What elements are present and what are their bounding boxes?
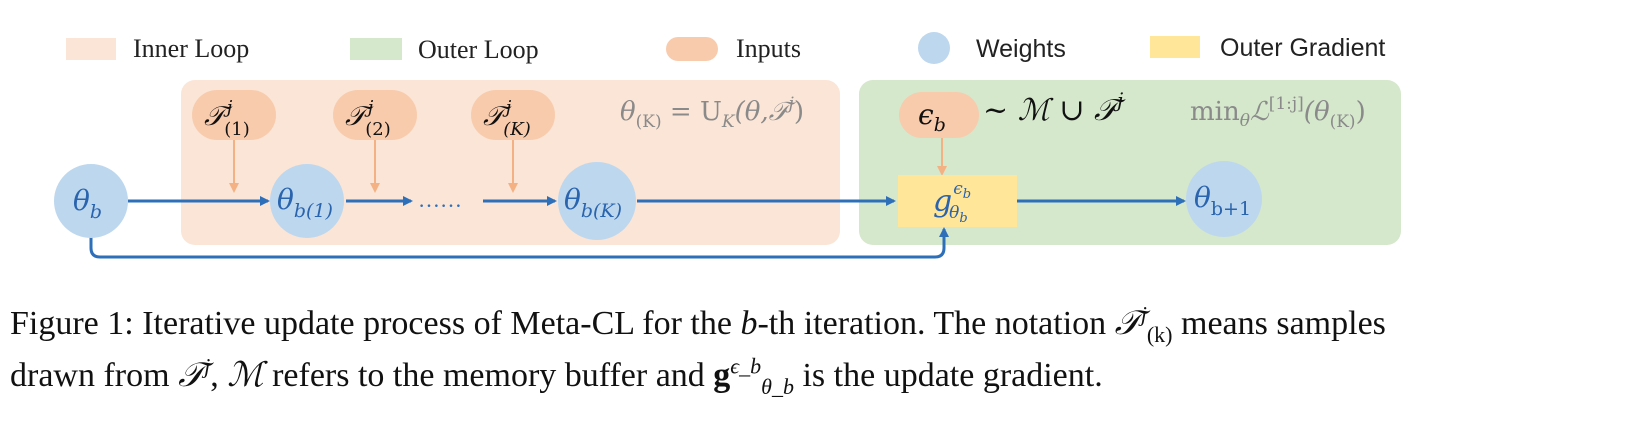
svg-text:θb(1): θb(1)	[277, 183, 333, 222]
caption-math: g	[713, 357, 731, 394]
epsilon-node: ϵb	[899, 92, 979, 138]
legend-swatch-outer-loop	[350, 38, 402, 60]
caption-math: j	[1140, 301, 1147, 327]
sampling-formula: ~ ℳ ∪ 𝒯j	[983, 88, 1126, 128]
caption-math: (k)	[1146, 321, 1173, 347]
svg-text:𝒯j(K): 𝒯j(K)	[483, 97, 531, 140]
legend-swatch-inputs	[666, 37, 718, 61]
legend-label-outer-loop: Outer Loop	[418, 35, 539, 64]
weight-node-theta-b1: θb(1)	[270, 164, 344, 238]
svg-text:ϵb: ϵb	[918, 98, 946, 136]
legend-label-inputs: Inputs	[736, 34, 801, 63]
caption-math: j	[204, 353, 211, 379]
ellipsis: ……	[418, 187, 462, 212]
svg-text:θb(K): θb(K)	[564, 183, 622, 222]
legend-label-outer-gradient: Outer Gradient	[1220, 34, 1385, 62]
legend-swatch-weights	[918, 32, 950, 64]
caption-text: refers to the memory buffer and	[263, 357, 714, 394]
caption-text: -th iteration. The notation	[757, 305, 1115, 342]
caption-text: is the update gradient.	[793, 357, 1103, 394]
figure-caption: Figure 1: Iterative update process of Me…	[10, 298, 1630, 402]
legend-swatch-inner-loop	[66, 38, 116, 60]
caption-text: Figure 1: Iterative update process of Me…	[10, 305, 741, 342]
caption-math: 𝒯	[1114, 305, 1141, 342]
caption-math: 𝒯	[178, 357, 205, 394]
caption-line-2: drawn from 𝒯j, ℳ refers to the memory bu…	[10, 350, 1630, 402]
weight-node-theta-b: θb	[54, 164, 128, 238]
caption-math: θ_b	[761, 373, 794, 399]
legend-label-inner-loop: Inner Loop	[133, 34, 249, 63]
weight-node-theta-b-plus-1: θb+1	[1186, 161, 1262, 237]
svg-text:θb: θb	[73, 184, 102, 223]
weight-node-theta-bK: θb(K)	[558, 162, 636, 240]
caption-text: drawn from	[10, 357, 179, 394]
caption-math: b	[740, 305, 758, 342]
svg-text:θb+1: θb+1	[1194, 181, 1251, 220]
caption-math: ϵ_b	[730, 353, 762, 379]
caption-text: means samples	[1172, 305, 1386, 342]
caption-line-1: Figure 1: Iterative update process of Me…	[10, 298, 1630, 350]
svg-text:𝒯j(2): 𝒯j(2)	[345, 97, 391, 140]
skip-connection-arrow	[89, 227, 949, 259]
caption-math: ℳ	[227, 357, 264, 394]
legend: Inner Loop Outer Loop Inputs Weights Out…	[66, 32, 1385, 64]
inner-update-formula: θ(K) = UK(θ,𝒯j)	[620, 94, 804, 132]
svg-text:𝒯j(1): 𝒯j(1)	[204, 97, 250, 140]
caption-text: ,	[210, 357, 228, 394]
legend-swatch-outer-gradient	[1150, 36, 1200, 58]
legend-label-weights: Weights	[976, 35, 1066, 63]
outer-objective-formula: minθℒ[1:j](θ(K))	[1190, 94, 1366, 132]
